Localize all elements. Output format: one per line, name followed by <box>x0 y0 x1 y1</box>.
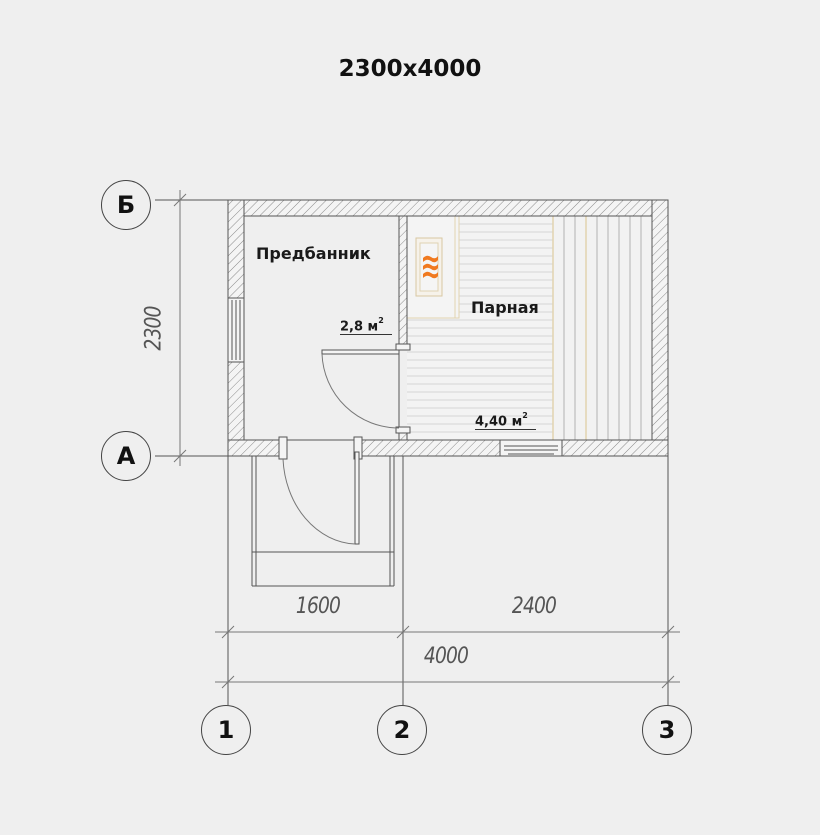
door-entrance <box>278 436 363 545</box>
axis-bubble-3: 3 <box>642 705 692 755</box>
room-name-parnaya: Парная <box>471 298 539 317</box>
axis-bubble-a: А <box>101 431 151 481</box>
area-value: 4,40 м <box>475 414 523 430</box>
drawing-title: 2300x4000 <box>338 56 482 82</box>
dimension-4000: 4000 <box>423 644 469 669</box>
axis-bubble-b: Б <box>101 180 151 230</box>
window-bottom <box>499 439 563 457</box>
room-area-predbannik: 2,8 м2 <box>340 316 392 336</box>
room-name-predbannik: Предбанник <box>256 244 371 263</box>
window-left <box>227 297 245 363</box>
axis-bubble-1: 1 <box>201 705 251 755</box>
door-steam-room <box>321 343 411 434</box>
axis-bubble-2: 2 <box>377 705 427 755</box>
area-unit-sup: 2 <box>378 316 384 325</box>
porch <box>251 456 395 587</box>
area-value: 2,8 м <box>340 319 379 335</box>
dimension-1600: 1600 <box>295 594 341 619</box>
dimension-height: 2300 <box>141 306 167 351</box>
area-unit-sup: 2 <box>522 411 528 420</box>
sauna-benches <box>552 216 652 440</box>
room-area-parnaya: 4,40 м2 <box>475 411 536 431</box>
dimension-lines <box>173 190 680 689</box>
dimension-2400: 2400 <box>511 594 557 619</box>
stove-flame-icon <box>406 215 460 319</box>
